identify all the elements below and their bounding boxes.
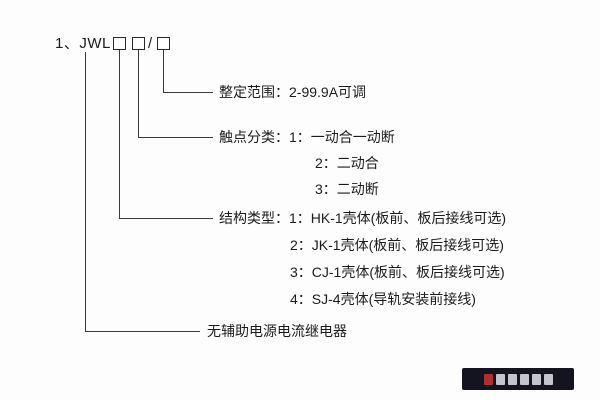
contact-option-2: 2：二动合 [315, 155, 379, 171]
connector-structure-vertical [119, 50, 120, 218]
structure-label: 结构类型：1：HK-1壳体(板前、板后接线可选) [219, 210, 507, 226]
connector-base-horizontal [85, 331, 200, 332]
range-label: 整定范围：2-99.9A可调 [219, 84, 367, 100]
structure-option-2: 2：JK-1壳体(板前、板后接线可选) [290, 237, 504, 253]
connector-contact-horizontal [138, 137, 213, 138]
watermark-glyph [543, 373, 553, 385]
connector-range-horizontal [163, 92, 213, 93]
watermark-glyph [507, 373, 517, 385]
contact-option-3: 3：二动断 [315, 181, 379, 197]
structure-code-box [113, 37, 126, 50]
slash-separator: / [148, 35, 153, 52]
watermark-glyph [531, 373, 541, 385]
model-prefix: 1、JWL - [55, 35, 121, 52]
contact-code-box [132, 37, 145, 50]
connector-contact-vertical [138, 50, 139, 137]
base-product-label: 无辅助电源电流继电器 [207, 323, 347, 339]
connector-range-vertical [163, 50, 164, 92]
connector-structure-horizontal [119, 218, 213, 219]
watermark-glyph [519, 373, 529, 385]
structure-option-3: 3：CJ-1壳体(板前、板后接线可选) [290, 264, 505, 280]
watermark-glyph [483, 373, 493, 385]
range-code-box [157, 37, 170, 50]
watermark-glyph [495, 373, 505, 385]
connector-base-vertical [85, 52, 86, 331]
watermark-logo [462, 368, 574, 390]
contact-label: 触点分类：1：一动合一动断 [219, 129, 395, 145]
structure-option-4: 4：SJ-4壳体(导轨安装前接线) [290, 291, 476, 307]
